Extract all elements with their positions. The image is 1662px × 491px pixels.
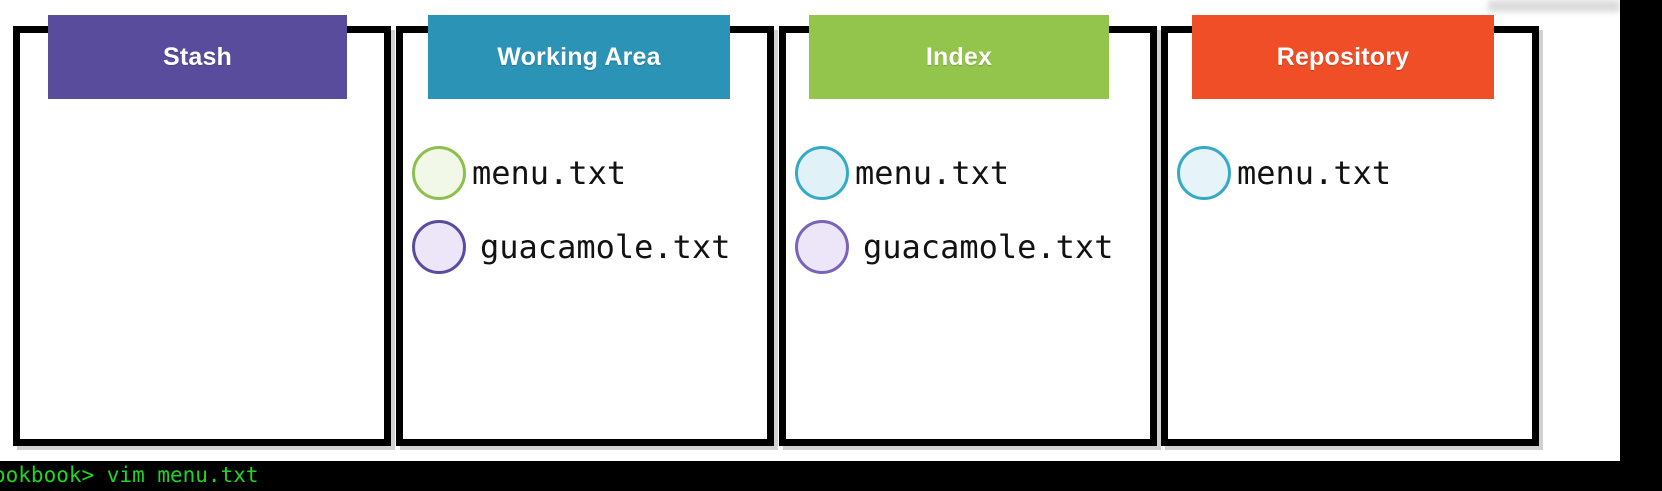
panel-title-working-area: Working Area	[497, 42, 661, 71]
panel-header-stash: Stash	[48, 15, 347, 99]
file-circle-icon	[412, 146, 466, 200]
file-circle-icon	[795, 220, 849, 274]
file-item[interactable]: guacamole.txt	[412, 210, 758, 284]
panel-title-repository: Repository	[1276, 42, 1410, 71]
panel-body-working-area: menu.txt guacamole.txt	[412, 136, 758, 284]
file-item[interactable]: guacamole.txt	[795, 210, 1141, 284]
panel-header-repository: Repository	[1192, 15, 1494, 99]
panel-body-repository: menu.txt	[1177, 136, 1523, 210]
file-name-label: menu.txt	[1237, 154, 1392, 192]
panel-title-index: Index	[925, 42, 993, 71]
terminal-bar[interactable]: ookbook> vim menu.txt	[0, 461, 1662, 491]
file-name-label: guacamole.txt	[480, 228, 731, 266]
top-edge-artifact	[1488, 0, 1620, 12]
right-black-gutter	[1620, 0, 1662, 491]
file-name-label: guacamole.txt	[863, 228, 1114, 266]
file-name-label: menu.txt	[855, 154, 1010, 192]
file-circle-icon	[1177, 146, 1231, 200]
file-item[interactable]: menu.txt	[1177, 136, 1523, 210]
file-name-label: menu.txt	[472, 154, 627, 192]
terminal-command-line: ookbook> vim menu.txt	[0, 463, 259, 487]
panel-header-index: Index	[809, 15, 1109, 99]
file-item[interactable]: menu.txt	[795, 136, 1141, 210]
panel-body-index: menu.txt guacamole.txt	[795, 136, 1141, 284]
file-circle-icon	[412, 220, 466, 274]
file-circle-icon	[795, 146, 849, 200]
file-item[interactable]: menu.txt	[412, 136, 758, 210]
panel-title-stash: Stash	[162, 42, 233, 71]
panel-header-working-area: Working Area	[428, 15, 730, 99]
